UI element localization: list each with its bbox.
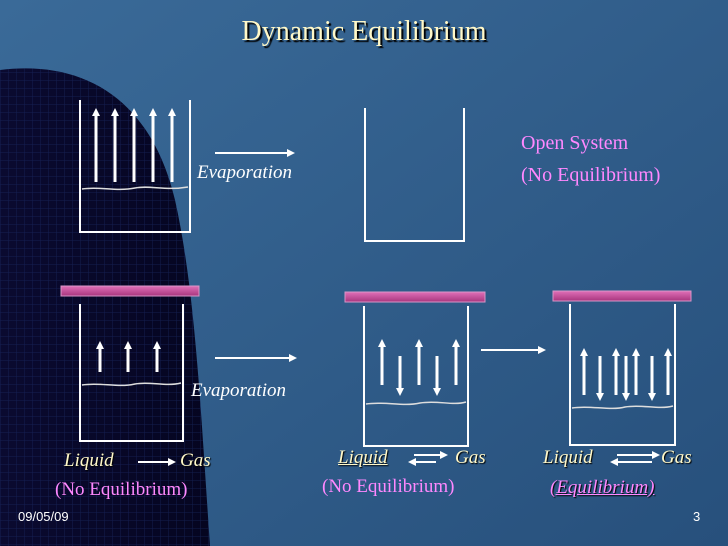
- vapor-arrows-balanced: [580, 348, 672, 401]
- status-line-2: (No Equilibrium): [521, 164, 661, 186]
- liquid-label-3: Liquid: [543, 447, 593, 468]
- liquid-label-2: Liquid: [338, 447, 388, 468]
- lid-3: [552, 290, 692, 302]
- gas-label-2: Gas: [455, 447, 486, 468]
- process-label-top: Evaporation: [197, 162, 292, 183]
- status-line-1: Open System: [521, 132, 629, 154]
- gas-label-3: Gas: [661, 447, 692, 468]
- liquid-surface: [571, 405, 674, 410]
- beaker-closed-1: [79, 304, 184, 442]
- footer-date: 09/05/09: [18, 509, 69, 524]
- liquid-label-1: Liquid: [64, 450, 114, 471]
- lid-1: [60, 285, 200, 297]
- beaker-open-top-left: [79, 100, 191, 233]
- gas-label-1: Gas: [180, 450, 211, 471]
- liquid-surface: [81, 186, 189, 191]
- liquid-surface: [365, 401, 467, 406]
- vapor-arrows-mixed: [378, 339, 460, 396]
- liquid-surface: [81, 382, 182, 387]
- lid-2: [344, 291, 486, 303]
- process-label-bottom: Evaporation: [191, 380, 286, 401]
- caption-3: (Equilibrium): [550, 477, 655, 498]
- caption-1: (No Equilibrium): [55, 479, 188, 500]
- slide-title: Dynamic Equilibrium: [241, 16, 487, 47]
- vapor-arrows-up: [92, 108, 176, 182]
- beaker-empty-top: [364, 108, 465, 242]
- beaker-closed-3: [569, 304, 676, 446]
- caption-2: (No Equilibrium): [322, 476, 455, 497]
- page-number: 3: [693, 509, 701, 524]
- vapor-arrows-up: [96, 341, 161, 372]
- beaker-closed-2: [363, 306, 469, 447]
